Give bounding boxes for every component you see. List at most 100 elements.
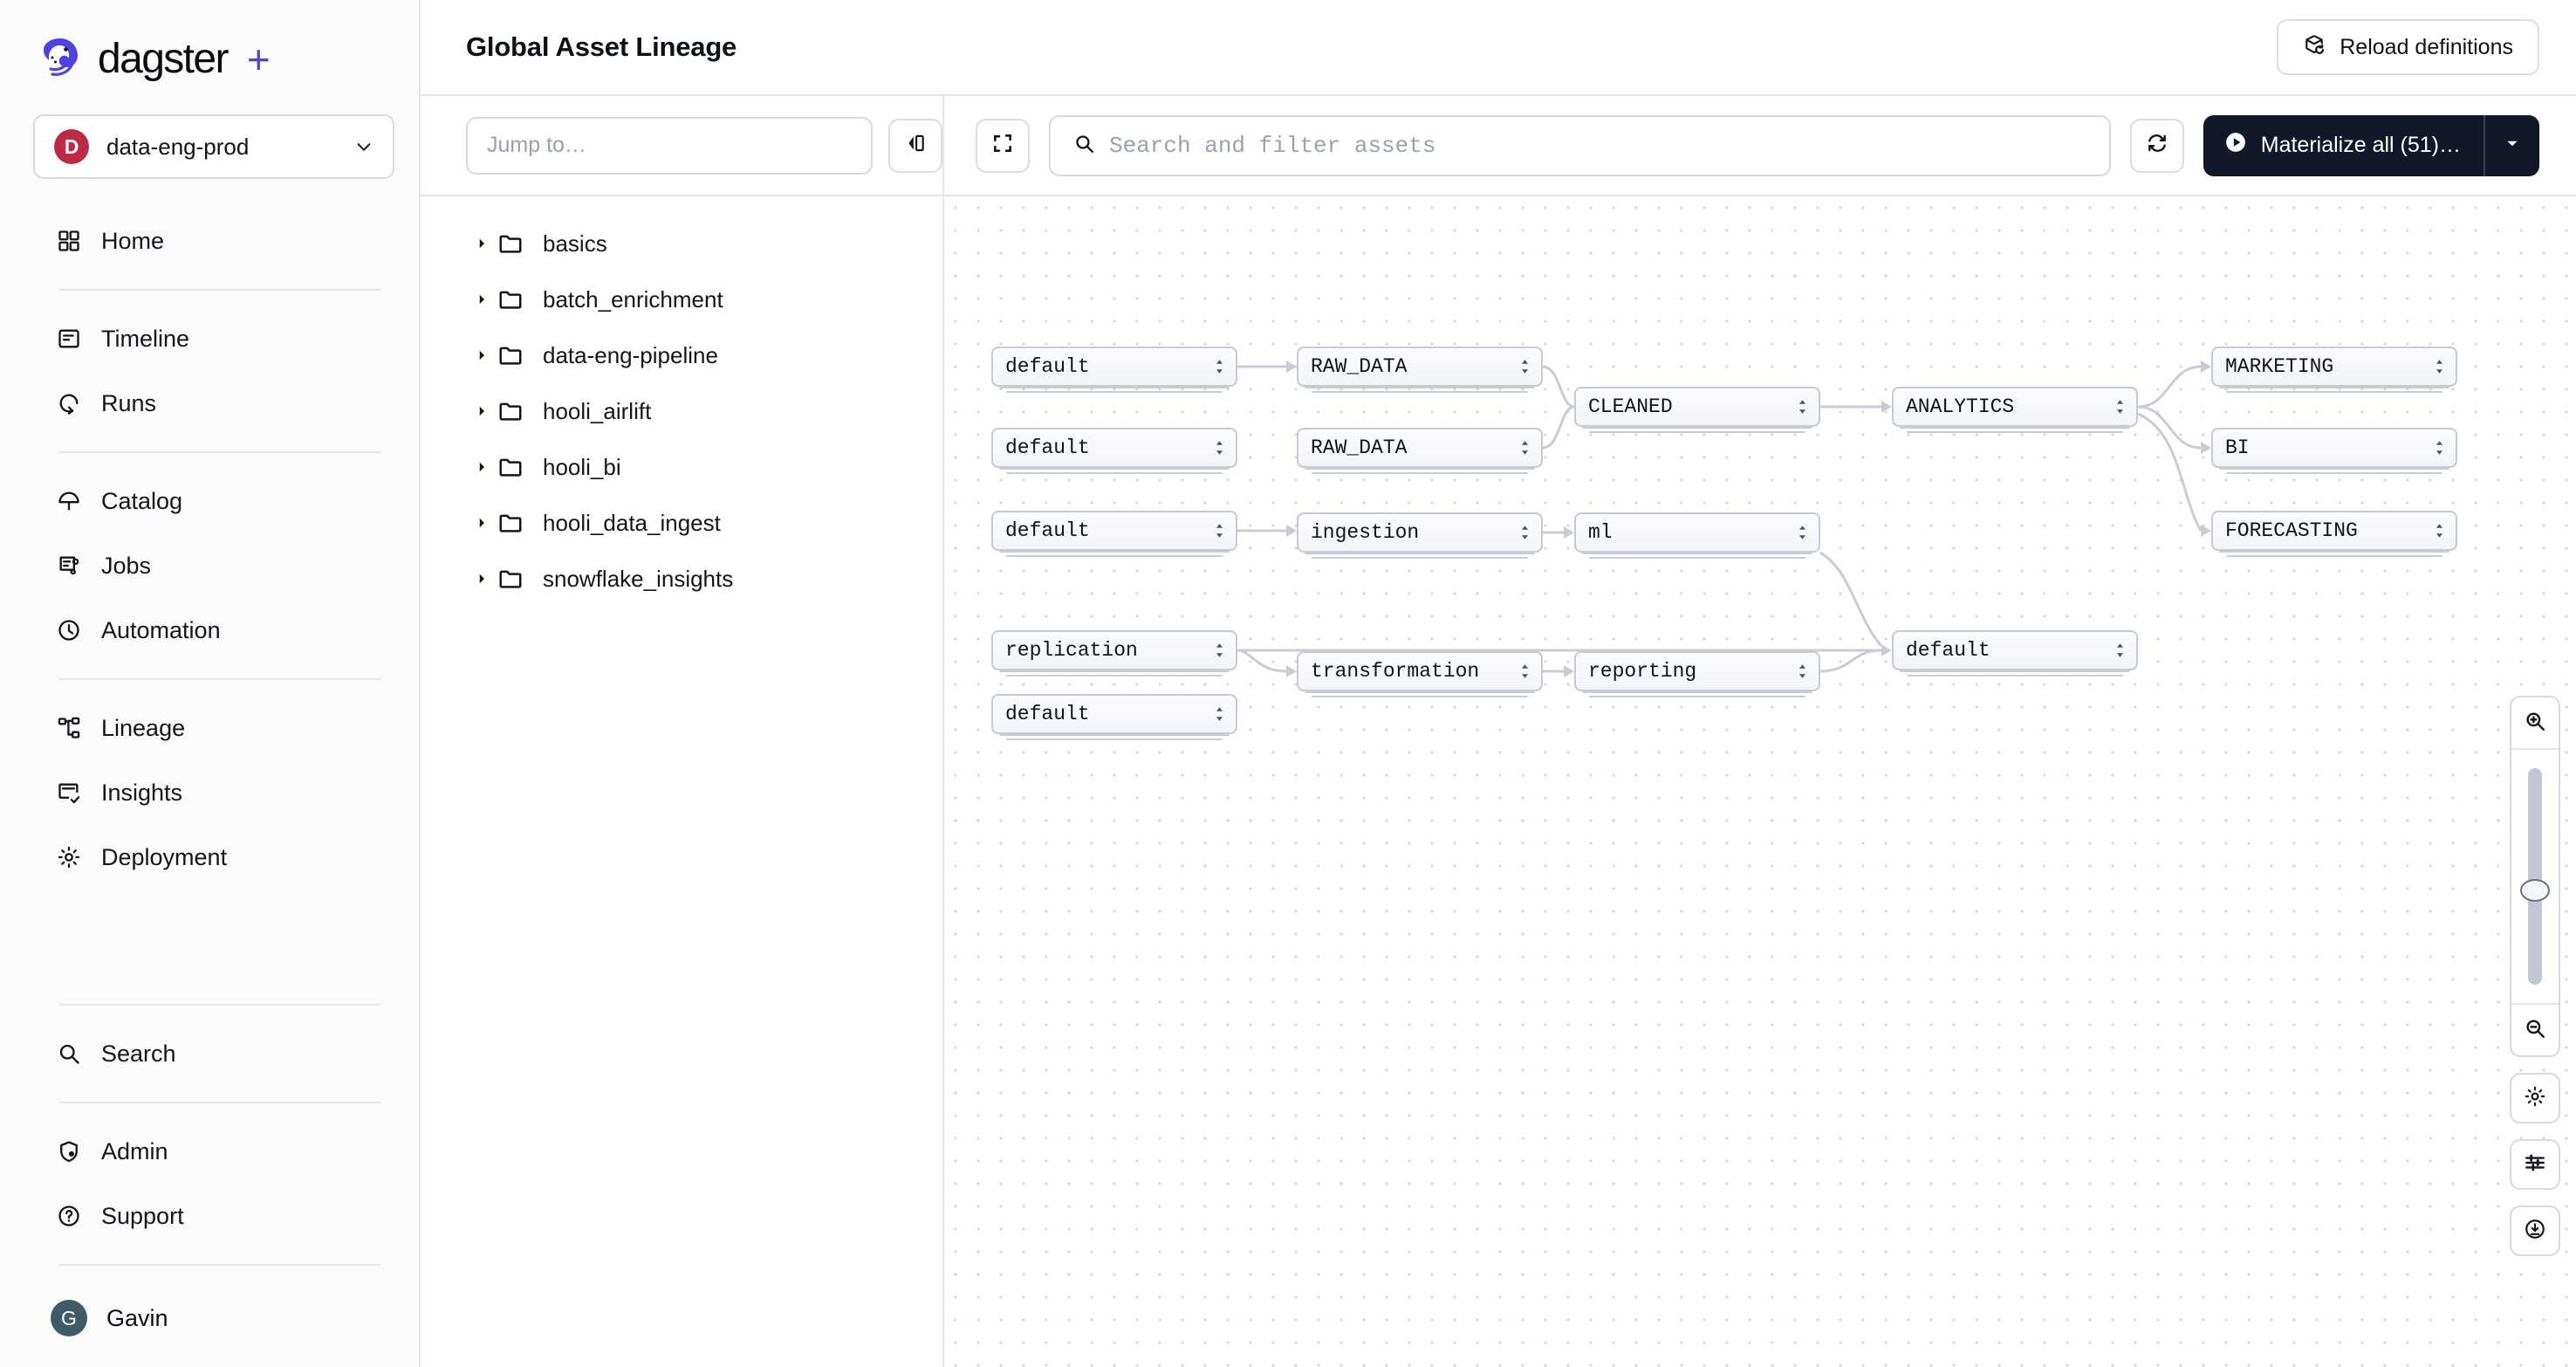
tree-item-label: data-eng-pipeline: [543, 341, 718, 368]
tree-item-basics[interactable]: basics: [421, 216, 942, 271]
sidebar-item-jobs[interactable]: Jobs: [0, 533, 419, 598]
tree-item-hooli-data-ingest[interactable]: hooli_data_ingest: [421, 495, 942, 551]
graph-node[interactable]: RAW_DATA: [1297, 347, 1543, 387]
materialize-main[interactable]: Materialize all (51)…: [2203, 115, 2484, 176]
brand-logo[interactable]: dagster +: [0, 0, 419, 109]
graph-node[interactable]: transformation: [1297, 651, 1543, 691]
graph-node-label: ml: [1588, 521, 1613, 544]
graph-node[interactable]: BI: [2211, 428, 2457, 468]
sidebar-item-admin[interactable]: Admin: [0, 1119, 419, 1184]
caret-right-icon[interactable]: [466, 515, 497, 531]
graph-node[interactable]: default: [991, 347, 1237, 387]
graph-node[interactable]: reporting: [1574, 651, 1820, 691]
nav-group-1: Timeline Runs: [0, 306, 419, 436]
zoom-in-button[interactable]: [2511, 697, 2559, 748]
tree-item-hooli-bi[interactable]: hooli_bi: [421, 439, 942, 495]
graph-node-stack: [1897, 427, 2133, 436]
tree-item-label: hooli_data_ingest: [543, 509, 721, 536]
updown-caret-icon[interactable]: [1211, 521, 1227, 540]
asset-search-box[interactable]: [1049, 114, 2111, 176]
user-menu[interactable]: G Gavin: [0, 1281, 419, 1355]
tree-item-snowflake-insights[interactable]: snowflake_insights: [421, 551, 942, 607]
sidebar-item-deployment[interactable]: Deployment: [0, 825, 419, 890]
grid-icon: [56, 228, 82, 254]
graph-node[interactable]: default: [1892, 630, 2138, 670]
caret-right-icon[interactable]: [466, 236, 497, 251]
updown-caret-icon[interactable]: [1211, 704, 1227, 724]
sidebar-item-catalog[interactable]: Catalog: [0, 469, 419, 533]
updown-caret-icon[interactable]: [2431, 357, 2447, 376]
reload-definitions-button[interactable]: Reload definitions: [2277, 19, 2539, 75]
caret-right-icon[interactable]: [466, 571, 497, 587]
sidebar-item-support[interactable]: Support: [0, 1184, 419, 1248]
graph-node[interactable]: ANALYTICS: [1892, 387, 2138, 427]
graph-node-stack: [1579, 553, 1815, 561]
graph-node-stack: [997, 551, 1232, 560]
graph-node[interactable]: default: [991, 428, 1237, 468]
updown-caret-icon[interactable]: [2112, 397, 2127, 416]
deployment-selector[interactable]: D data-eng-prod: [33, 114, 394, 179]
caret-right-icon[interactable]: [466, 403, 497, 419]
graph-node[interactable]: ml: [1574, 512, 1820, 553]
zoom-in-icon: [2524, 710, 2546, 737]
updown-caret-icon[interactable]: [1794, 523, 1810, 542]
graph-settings-button[interactable]: [2510, 1073, 2560, 1123]
updown-caret-icon[interactable]: [1517, 357, 1532, 376]
graph-node[interactable]: FORECASTING: [2211, 511, 2457, 551]
updown-caret-icon[interactable]: [1517, 523, 1532, 542]
materialize-divider: [2484, 114, 2485, 176]
graph-node[interactable]: MARKETING: [2211, 347, 2457, 387]
graph-node[interactable]: default: [991, 511, 1237, 551]
updown-caret-icon[interactable]: [1517, 662, 1532, 681]
updown-caret-icon[interactable]: [1211, 357, 1227, 376]
updown-caret-icon[interactable]: [1211, 438, 1227, 457]
gear-icon: [2524, 1085, 2546, 1112]
collapse-panel-button[interactable]: [888, 118, 942, 173]
graph-download-button[interactable]: [2510, 1206, 2560, 1256]
tree-item-data-eng-pipeline[interactable]: data-eng-pipeline: [421, 327, 942, 383]
graph-node[interactable]: CLEANED: [1574, 387, 1820, 427]
zoom-out-button[interactable]: [2511, 1005, 2559, 1055]
graph-node-stack: [997, 387, 1232, 395]
folder-icon: [497, 454, 527, 480]
updown-caret-icon[interactable]: [1794, 662, 1810, 681]
sidebar-item-search[interactable]: Search: [0, 1021, 419, 1086]
updown-caret-icon[interactable]: [1517, 438, 1532, 457]
sidebar-item-automation[interactable]: Automation: [0, 598, 419, 663]
sidebar-item-lineage[interactable]: Lineage: [0, 696, 419, 760]
updown-caret-icon[interactable]: [2112, 641, 2127, 660]
sidebar-item-runs[interactable]: Runs: [0, 371, 419, 436]
jump-to-input[interactable]: [466, 116, 873, 175]
updown-caret-icon[interactable]: [2431, 521, 2447, 540]
zoom-slider-thumb[interactable]: [2520, 879, 2550, 902]
materialize-all-button[interactable]: Materialize all (51)…: [2203, 114, 2539, 176]
dagster-logo-icon: [37, 36, 84, 83]
sidebar-item-timeline[interactable]: Timeline: [0, 306, 419, 371]
graph-layout-button[interactable]: [2510, 1139, 2560, 1190]
graph-node[interactable]: ingestion: [1297, 512, 1543, 553]
graph-node[interactable]: replication: [991, 630, 1237, 670]
user-name: Gavin: [106, 1304, 168, 1331]
caret-right-icon[interactable]: [466, 347, 497, 363]
graph-node[interactable]: RAW_DATA: [1297, 428, 1543, 468]
sidebar-item-home[interactable]: Home: [0, 209, 419, 273]
graph-node[interactable]: default: [991, 694, 1237, 734]
sidebar-item-insights[interactable]: Insights: [0, 760, 419, 825]
tree-item-hooli-airlift[interactable]: hooli_airlift: [421, 383, 942, 439]
updown-caret-icon[interactable]: [1794, 397, 1810, 416]
caret-right-icon[interactable]: [466, 459, 497, 475]
zoom-slider[interactable]: [2511, 750, 2559, 1003]
graph-node-stack: [1579, 691, 1815, 700]
question-icon: [56, 1203, 82, 1229]
search-input[interactable]: [1109, 132, 2086, 159]
fit-screen-button[interactable]: [976, 118, 1030, 173]
updown-caret-icon[interactable]: [1211, 641, 1227, 660]
caret-right-icon[interactable]: [466, 292, 497, 307]
asset-group-tree: basics batch_enrichment data-eng-pipelin…: [421, 196, 944, 1367]
materialize-label: Materialize all (51)…: [2260, 133, 2461, 157]
refresh-button[interactable]: [2129, 118, 2184, 173]
updown-caret-icon[interactable]: [2431, 438, 2447, 457]
materialize-dropdown-button[interactable]: [2485, 115, 2539, 176]
lineage-graph-canvas[interactable]: default RAW_DATA default RAW_DATA: [944, 196, 2576, 1367]
tree-item-batch-enrichment[interactable]: batch_enrichment: [421, 271, 942, 327]
